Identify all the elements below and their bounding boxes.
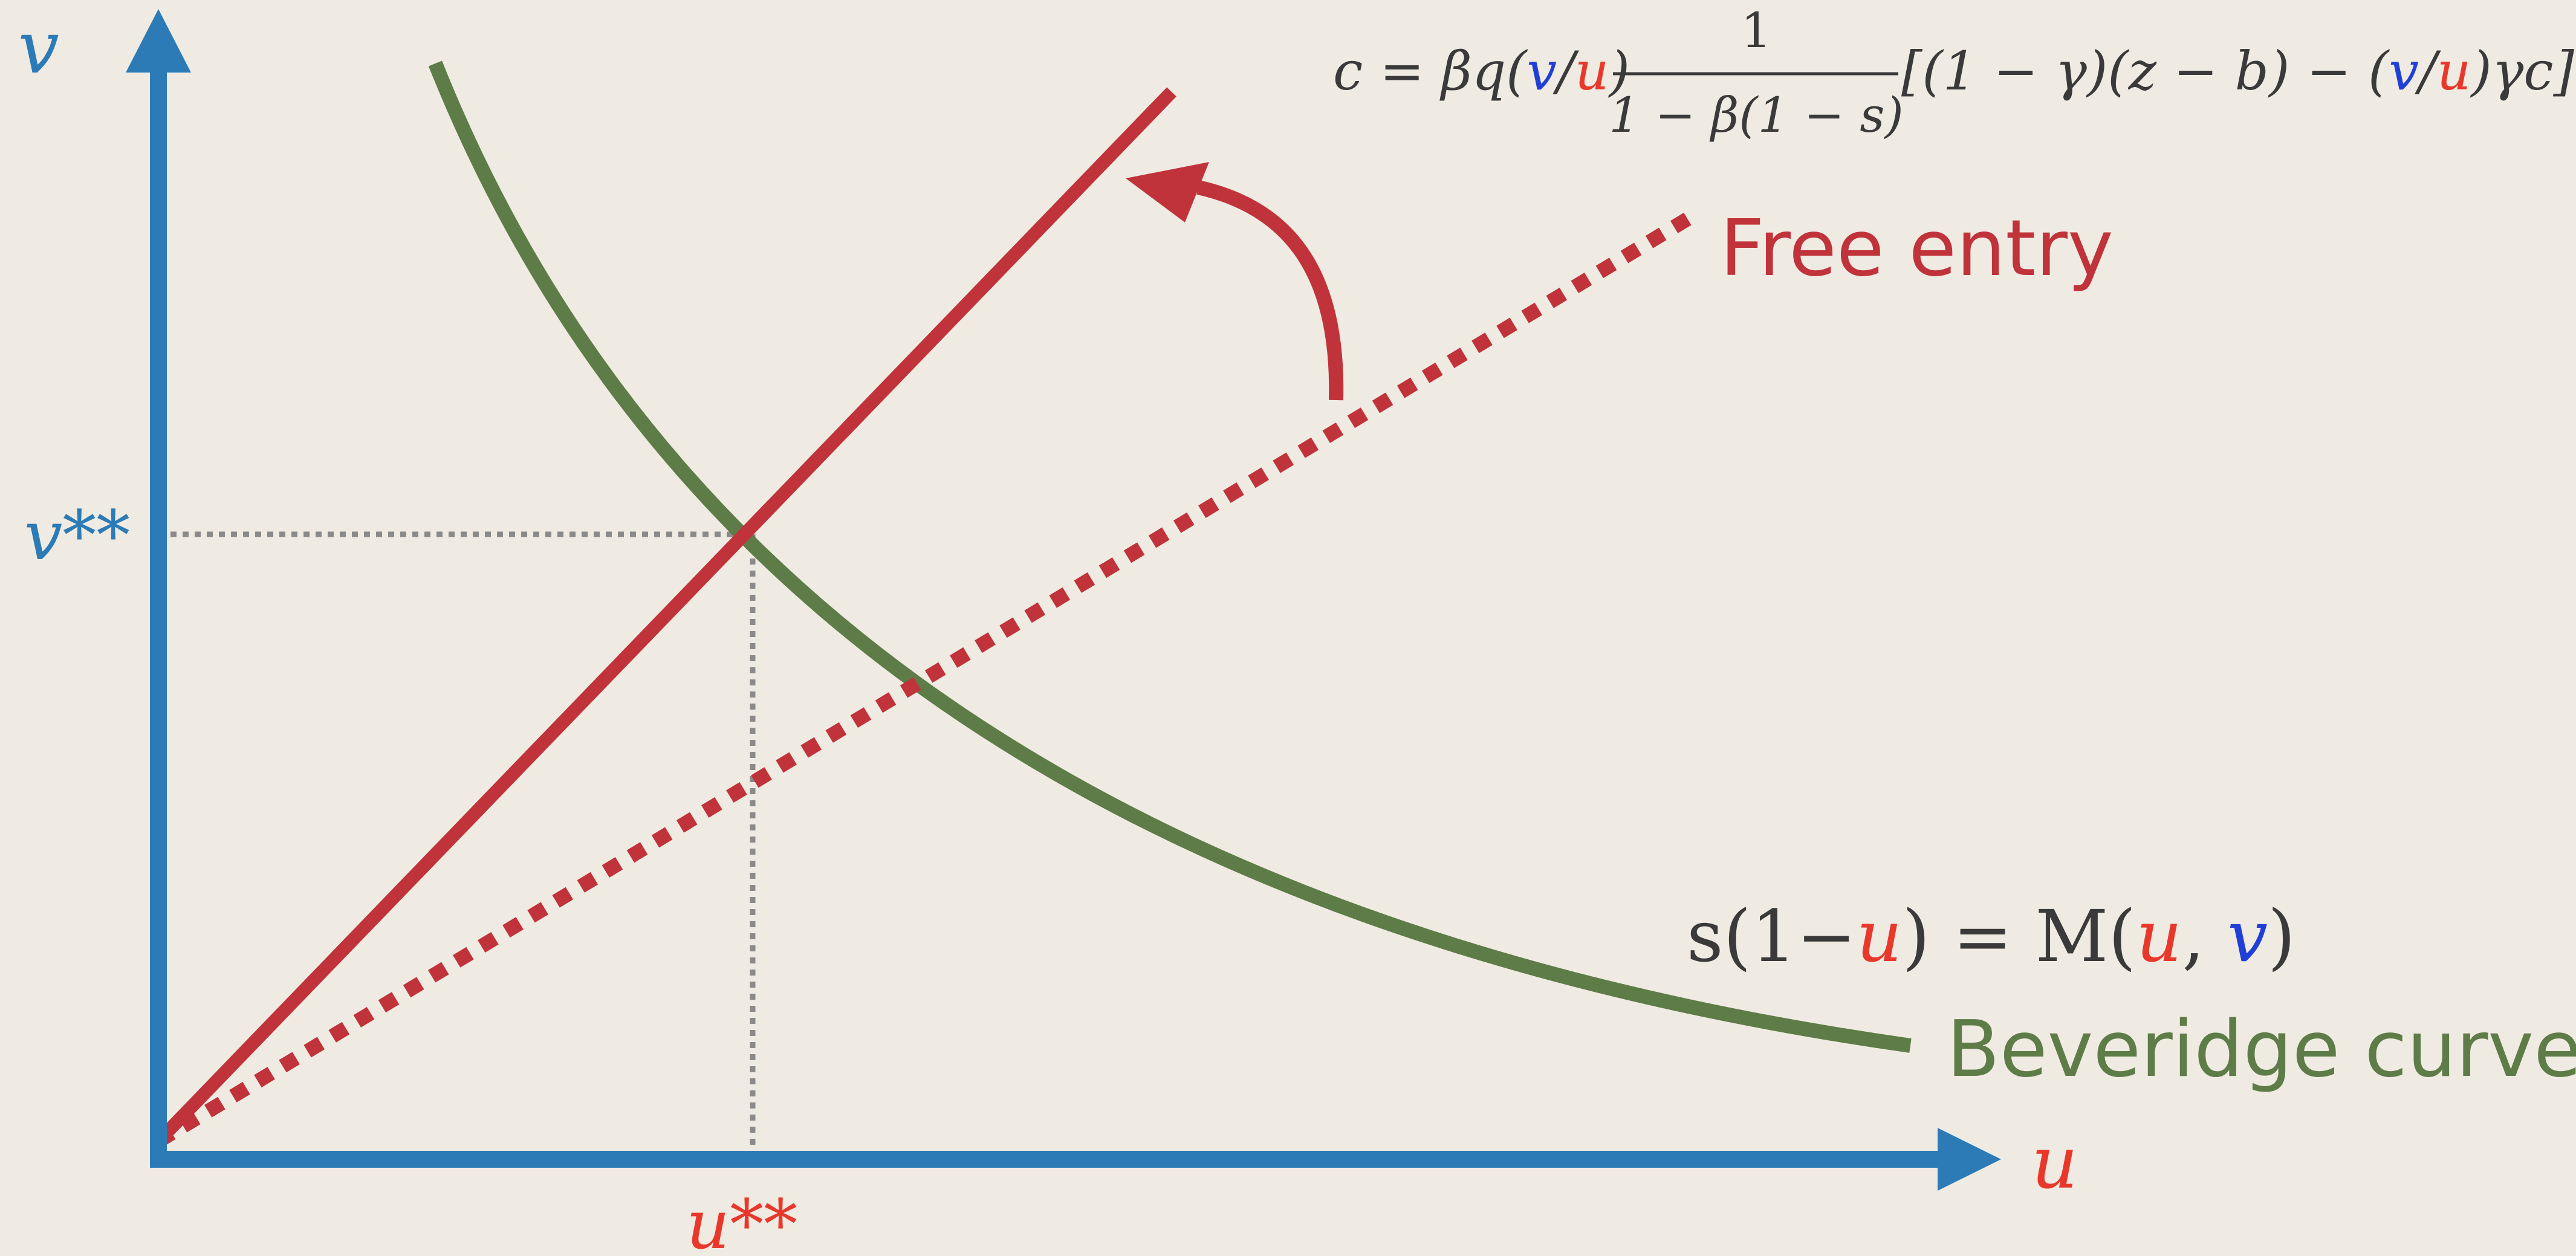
shift-arrow-shaft <box>1196 180 1344 401</box>
x-axis-arrowhead <box>1938 1128 2001 1191</box>
free-entry-eq-u: u <box>1575 40 1609 102</box>
y-axis-arrowhead <box>126 9 191 73</box>
free-entry-eq-c: c = βq( <box>1333 40 1528 102</box>
free-entry-line-shifted <box>154 87 1176 1146</box>
free-entry-eq-bracket-b: )γc] <box>2470 40 2574 102</box>
beveridge-eq-u: u <box>1857 895 1903 978</box>
x-axis-label: u <box>2031 1121 2078 1205</box>
beveridge-curve <box>428 60 1912 1053</box>
free-entry-eq-left: c = βq(v/u) <box>1333 40 1630 102</box>
free-entry-line-original <box>154 211 1694 1148</box>
free-entry-eq-numerator: 1 <box>1741 2 1772 59</box>
free-entry-eq-u2: u <box>2437 40 2471 102</box>
beveridge-equation: s(1−u) = M(u, v) <box>1687 895 2295 978</box>
beveridge-label: Beveridge curve <box>1947 1005 2576 1095</box>
beveridge-eq-u2: u <box>2136 895 2182 978</box>
beveridge-eq-v: v <box>2227 895 2268 978</box>
beveridge-eq-comma: , <box>2182 895 2227 978</box>
free-entry-eq-denominator: 1 − β(1 − s) <box>1609 87 1903 143</box>
beveridge-eq-close: ) <box>2268 895 2295 978</box>
u-equilibrium-label: u** <box>686 1186 797 1256</box>
v-equilibrium-label: v** <box>24 497 130 575</box>
beveridge-eq-mid: ) = M( <box>1903 895 2136 978</box>
free-entry-label: Free entry <box>1720 204 2114 294</box>
free-entry-eq-close: ) <box>1608 40 1630 102</box>
free-entry-eq-v: v <box>1527 40 1557 102</box>
free-entry-eq-v2: v <box>2389 40 2419 102</box>
free-entry-eq-bracket-a: [(1 − γ)(z − b) − ( <box>1901 40 2390 102</box>
beveridge-eq-lhs: s(1− <box>1687 895 1857 978</box>
y-axis-label: v <box>18 6 59 90</box>
shift-arrow-head <box>1126 162 1209 222</box>
free-entry-eq-right: [(1 − γ)(z − b) − (v/u)γc] <box>1901 40 2575 102</box>
